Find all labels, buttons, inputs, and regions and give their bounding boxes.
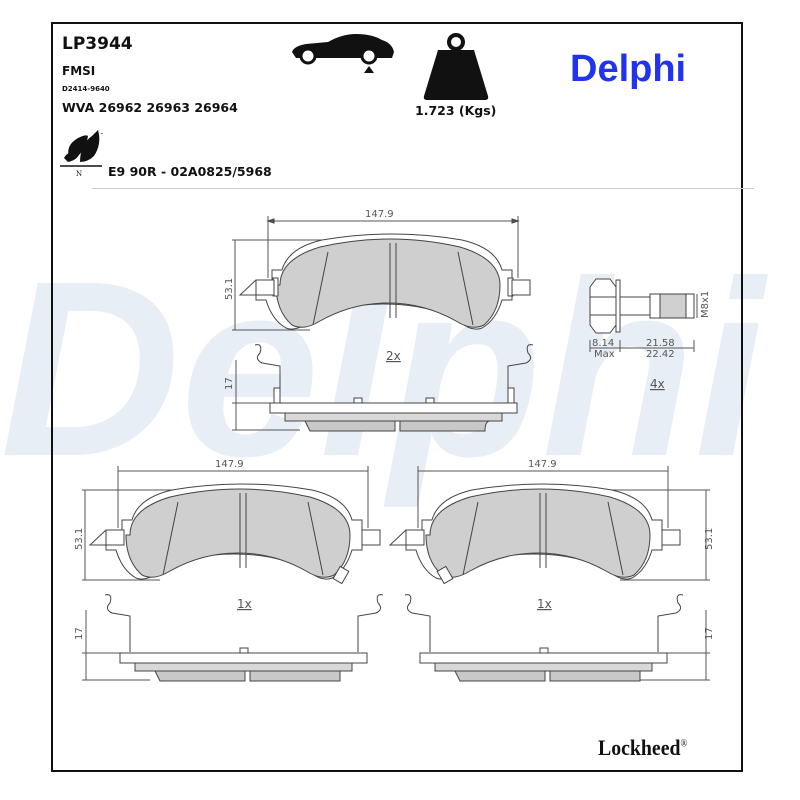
pad-top-side-view xyxy=(232,344,534,432)
wva-numbers: WVA 26962 26963 26964 xyxy=(62,100,238,115)
pad-right-side-view xyxy=(404,594,710,682)
header-divider xyxy=(92,188,754,189)
svg-text:N: N xyxy=(76,170,82,178)
bolt-length-1: 21.58 xyxy=(646,338,675,349)
bolt-head-note: Max xyxy=(594,349,615,360)
pad-left-front-view xyxy=(82,466,381,585)
pad-left-width: 147.9 xyxy=(215,459,244,470)
pad-right-height: 53.1 xyxy=(704,528,715,550)
pad-top-thickness: 17 xyxy=(224,377,235,390)
pad-top-front-view xyxy=(232,216,531,331)
part-number: LP3944 xyxy=(62,34,133,54)
pad-right-width: 147.9 xyxy=(528,459,557,470)
fmsi-code: D2414-9640 xyxy=(62,85,110,93)
weight-value: 1.723 (Kgs) xyxy=(415,103,497,118)
bolt-head-length: 8.14 xyxy=(592,338,614,349)
weight-icon xyxy=(423,33,489,100)
pad-left-quantity: 1x xyxy=(237,597,252,611)
bolt-length-2: 22.42 xyxy=(646,349,675,360)
lockheed-logo: Lockheed® xyxy=(598,735,687,761)
eco-leaf-icon: N ™ xyxy=(60,130,104,178)
pad-left-height: 53.1 xyxy=(74,528,85,550)
pad-top-height: 53.1 xyxy=(224,278,235,300)
pad-top-width: 147.9 xyxy=(365,209,394,220)
bolt-drawing xyxy=(589,278,698,352)
fmsi-label: FMSI xyxy=(62,64,96,78)
registered-mark: ® xyxy=(680,738,688,750)
bolt-quantity: 4x xyxy=(650,377,665,391)
approval-number: E9 90R - 02A0825/5968 xyxy=(108,164,272,179)
svg-text:™: ™ xyxy=(100,132,104,137)
pad-left-side-view xyxy=(82,594,384,682)
bolt-thread: M8x1 xyxy=(700,291,711,318)
page-frame xyxy=(51,22,743,772)
pad-left-thickness: 17 xyxy=(74,627,85,640)
lockheed-text: Lockheed xyxy=(598,735,681,760)
pad-right-front-view xyxy=(388,466,710,585)
pad-right-thickness: 17 xyxy=(704,627,715,640)
pad-top-quantity: 2x xyxy=(386,349,401,363)
pad-right-quantity: 1x xyxy=(537,597,552,611)
delphi-logo: Delphi xyxy=(570,48,687,90)
car-rear-axle-icon xyxy=(292,34,394,73)
